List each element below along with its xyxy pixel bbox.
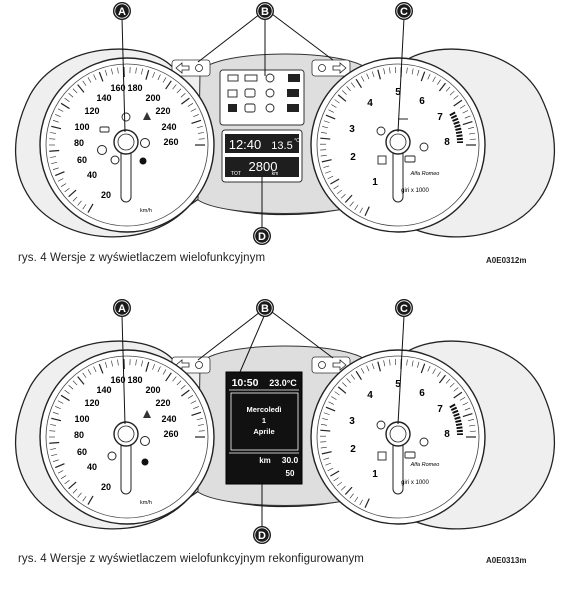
reconfigurable-display: 10:50 23.0°C Mercoledì 1 Aprile km 30.0 … [226,372,302,484]
speedo-label: 180 [127,83,142,93]
svg-text:A: A [118,6,126,18]
display-temperature: 23.0°C [269,378,297,388]
speedo-unit: km/h [140,208,152,214]
brake-fault-icon [140,158,147,165]
tacho-label: 4 [367,98,373,109]
tacho-label: 7 [437,112,443,123]
tacho-label: 1 [372,177,378,188]
tacho-label: 6 [419,96,425,107]
speedo-label: 60 [77,447,87,457]
tacho-label: 3 [349,124,355,135]
figure-2: 20 40 60 80 100 120 140 160 180 200 220 … [16,299,555,544]
tacho-brand: Alfa Romeo [410,171,440,177]
tacho-label: 3 [349,416,355,427]
tacho-label: 6 [419,388,425,399]
display-date: 1 [262,416,266,425]
speedometer: 20 40 60 80 100 120 140 160 180 200 220 … [40,350,214,524]
speedo-label: 120 [84,106,99,116]
speedo-label: 80 [74,430,84,440]
figure-2-code: A0E0313m [486,556,526,565]
speedo-label: 140 [96,93,111,103]
callout-a: A [113,299,131,317]
tacho-label: 4 [367,390,373,401]
lcd-odo-label: TOT [231,171,241,177]
tacho-unit: giri x 1000 [401,188,429,194]
lcd-temp-unit: °C [294,138,300,144]
turn-right-indicator [312,60,350,76]
speedometer: 20 40 60 80 100 120 140 160 180 200 220 … [40,58,214,232]
brake-fault-icon [142,459,149,466]
callout-c: C [395,2,413,20]
tacho-label: 8 [444,137,450,148]
tachometer: 1 2 3 4 5 6 7 8 Alfa Romeo giri x 1000 [311,58,485,232]
figure-2-caption: rys. 4 Wersje z wyświetlaczem wielofunkc… [18,553,364,565]
display-speed: 50 [286,469,295,478]
speedo-label: 20 [101,190,111,200]
lcd-odo-unit: km [272,171,279,177]
tacho-label: 2 [350,152,356,163]
speedo-label: 20 [101,482,111,492]
svg-text:C: C [400,303,408,315]
speedo-label: 220 [155,106,170,116]
tacho-label: 1 [372,469,378,480]
figure-1-caption: rys. 4 Wersje z wyświetlaczem wielofunkc… [18,252,265,264]
speedo-label: 140 [96,385,111,395]
tacho-label: 2 [350,444,356,455]
speedo-label: 100 [74,414,89,424]
speedo-label: 200 [145,385,160,395]
speedo-label: 120 [84,398,99,408]
speedo-label: 180 [127,375,142,385]
svg-text:C: C [400,6,408,18]
speedo-label: 260 [163,137,178,147]
display-trip: 30.0 [282,455,299,465]
callout-b: B [256,299,274,317]
speedo-label: 40 [87,462,97,472]
display-time: 10:50 [232,377,259,389]
speedo-label: 220 [155,398,170,408]
tacho-brand: Alfa Romeo [410,462,440,468]
speedo-label: 100 [74,122,89,132]
warning-icon-panel [220,70,304,125]
speedo-label: 240 [161,122,176,132]
gauge-tick [49,442,59,443]
tacho-label: 8 [444,429,450,440]
speedo-unit: km/h [140,500,152,506]
svg-text:B: B [261,303,269,315]
svg-text:D: D [258,530,266,542]
display-odo-unit: km [259,456,271,465]
display-day: Mercoledì [246,405,281,414]
svg-text:D: D [258,231,266,243]
callout-d: D [253,526,271,544]
lcd-temperature: 13.5 [271,140,292,152]
speedo-label: 260 [163,429,178,439]
speedo-label: 80 [74,138,84,148]
figure-1-code: A0E0312m [486,256,526,265]
lcd-time: 12:40 [229,137,262,152]
svg-text:B: B [261,6,269,18]
tacho-label: 7 [437,404,443,415]
callout-b: B [256,2,274,20]
lcd-display: 12:40 13.5 °C 2800 TOT km [222,130,302,182]
gauge-tick [49,150,59,151]
speedo-label: 240 [161,414,176,424]
display-month: Aprile [253,427,274,436]
svg-text:A: A [118,303,126,315]
speedo-label: 60 [77,155,87,165]
callout-a: A [113,2,131,20]
speedo-label: 200 [145,93,160,103]
callout-d: D [253,227,271,245]
figure-1: 20 40 60 80 100 120 140 160 180 200 220 … [16,2,555,245]
speedo-label: 40 [87,170,97,180]
tacho-unit: giri x 1000 [401,480,429,486]
callout-c: C [395,299,413,317]
tachometer: 1 2 3 4 5 6 7 8 Alfa Romeo giri x 1000 [311,350,485,524]
